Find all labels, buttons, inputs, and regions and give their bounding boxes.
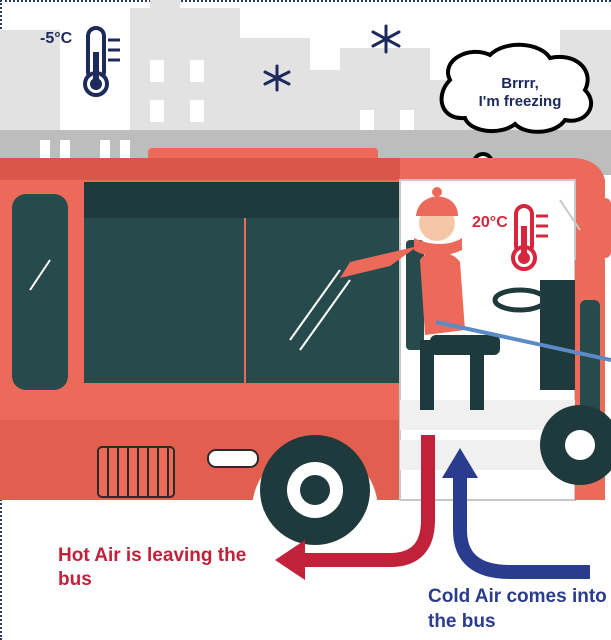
hot-air-caption: Hot Air is leaving the bus — [58, 544, 278, 592]
outside-temperature-label: -5°C — [40, 30, 72, 48]
hot-air-arrowhead — [275, 540, 305, 580]
cold-air-caption: Cold Air comes into the bus — [428, 584, 611, 634]
inside-temperature-label: 20°C — [472, 214, 508, 232]
thermometer-icon — [85, 28, 120, 95]
thought-line-1: Brrrr, — [455, 75, 585, 93]
thought-text: Brrrr, I'm freezing — [455, 75, 585, 111]
bus-windows-main — [84, 182, 400, 383]
bus-window-left — [12, 194, 68, 390]
side-mirror — [594, 198, 611, 258]
thought-line-2: I'm freezing — [455, 93, 585, 111]
headlight — [208, 450, 258, 467]
bus-grille — [98, 447, 174, 497]
